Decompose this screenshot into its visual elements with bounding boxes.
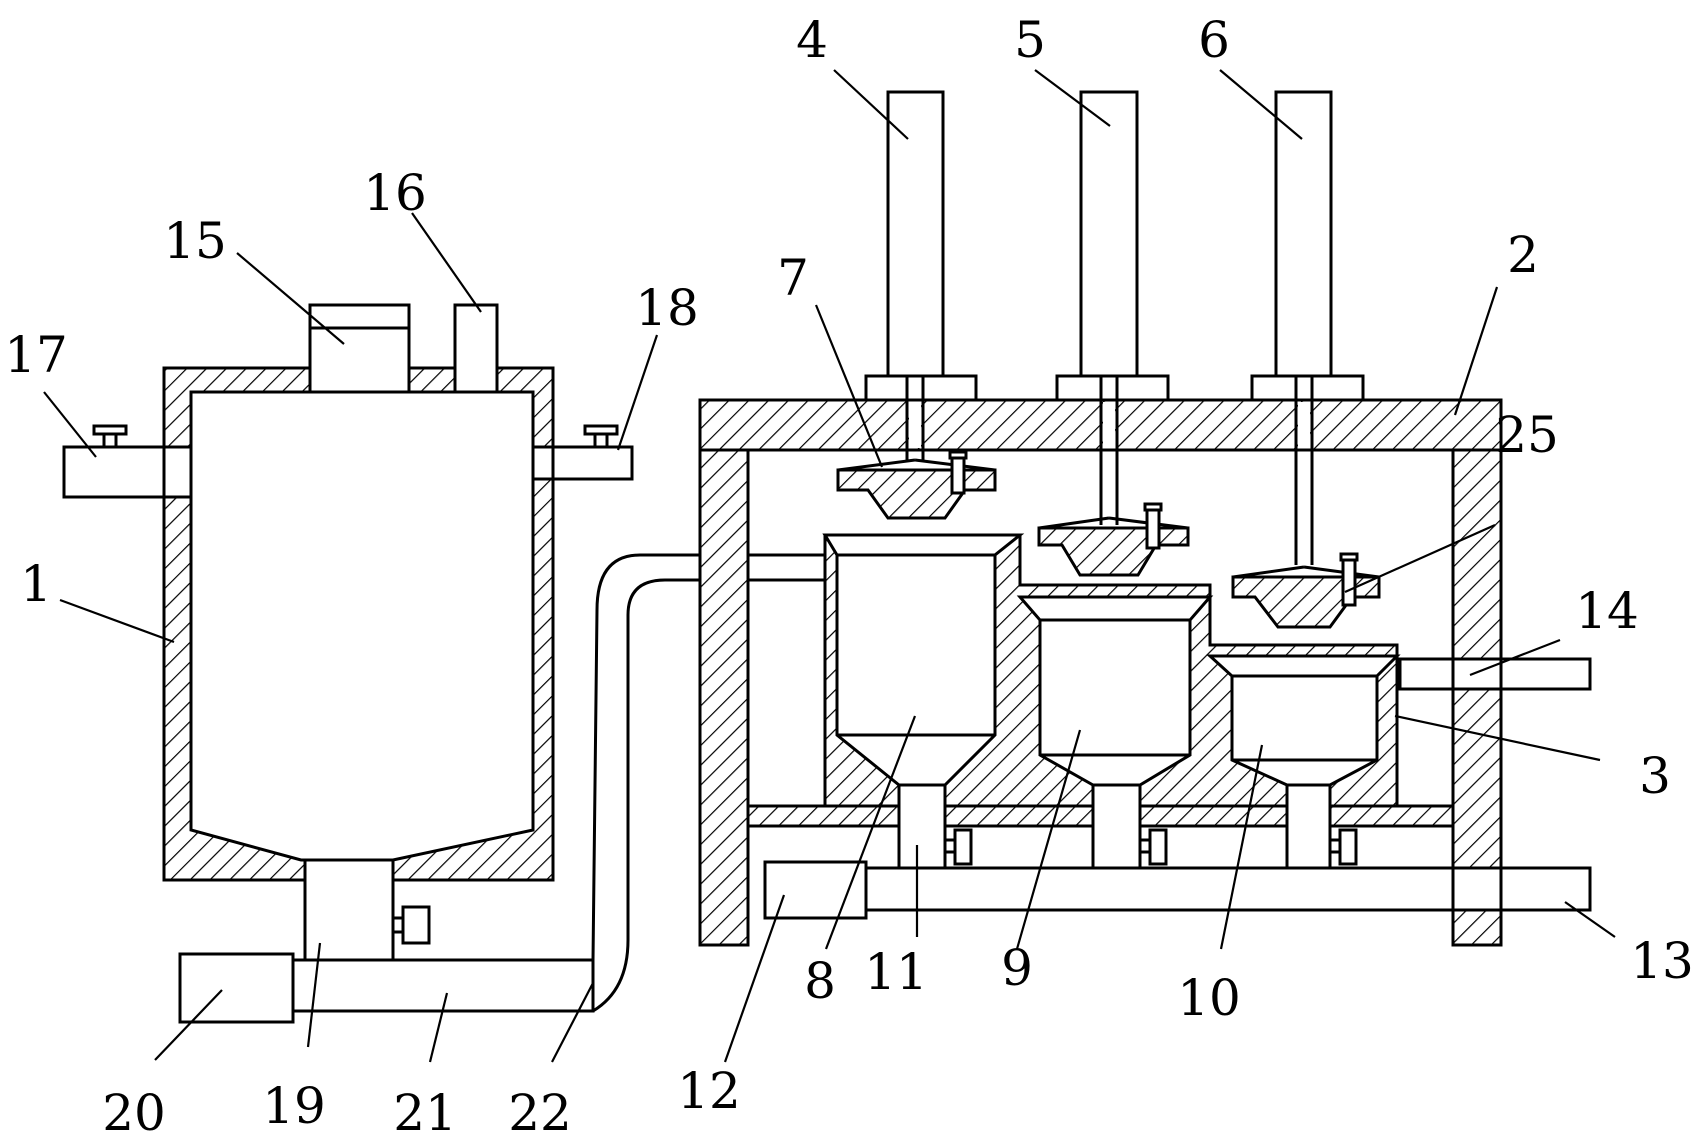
label-9: 9 [1001,939,1033,997]
label-4: 4 [796,11,828,69]
leader-lines [43,69,1616,1063]
label-18: 18 [635,279,699,337]
side-pipe-18 [531,445,634,481]
pump [178,952,295,1024]
tank-top-port-15 [308,303,411,394]
stirrer-head-6 [1231,552,1381,629]
label-21: 21 [393,1084,457,1142]
stirrer-head-7 [836,450,997,520]
label-7: 7 [777,249,809,307]
hopper-outlets [897,783,1358,870]
label-2: 2 [1507,226,1539,284]
label-1: 1 [20,555,52,613]
motor-6 [1250,90,1365,565]
horizontal-pipe [291,958,595,1013]
label-17: 17 [4,326,68,384]
hopper-assembly [822,533,1401,808]
reference-numerals: 1 2 3 4 5 6 7 8 9 10 11 12 13 14 15 16 1… [4,11,1694,1142]
label-19: 19 [262,1077,326,1135]
label-16: 16 [363,164,427,222]
curved-delivery-pipe [591,553,825,1013]
label-6: 6 [1198,11,1230,69]
stirrer-head-5 [1037,502,1190,577]
label-10: 10 [1177,969,1241,1027]
label-5: 5 [1014,11,1046,69]
label-3: 3 [1639,747,1671,805]
label-25: 25 [1495,406,1559,464]
label-15: 15 [163,212,227,270]
label-20: 20 [102,1084,166,1142]
conveyor-belt [864,866,1592,912]
label-22: 22 [508,1084,572,1142]
side-pipe-17 [62,445,193,499]
storage-tank [62,303,634,882]
label-13: 13 [1630,932,1694,990]
label-12: 12 [677,1062,741,1120]
motor-4 [864,90,978,460]
label-14: 14 [1575,582,1639,640]
motor-5 [1055,90,1170,525]
bracket-14 [1398,657,1592,691]
label-8: 8 [804,952,836,1010]
label-11: 11 [864,943,928,1001]
tank-top-port-16 [453,303,499,394]
conveyor-drive [763,860,868,920]
